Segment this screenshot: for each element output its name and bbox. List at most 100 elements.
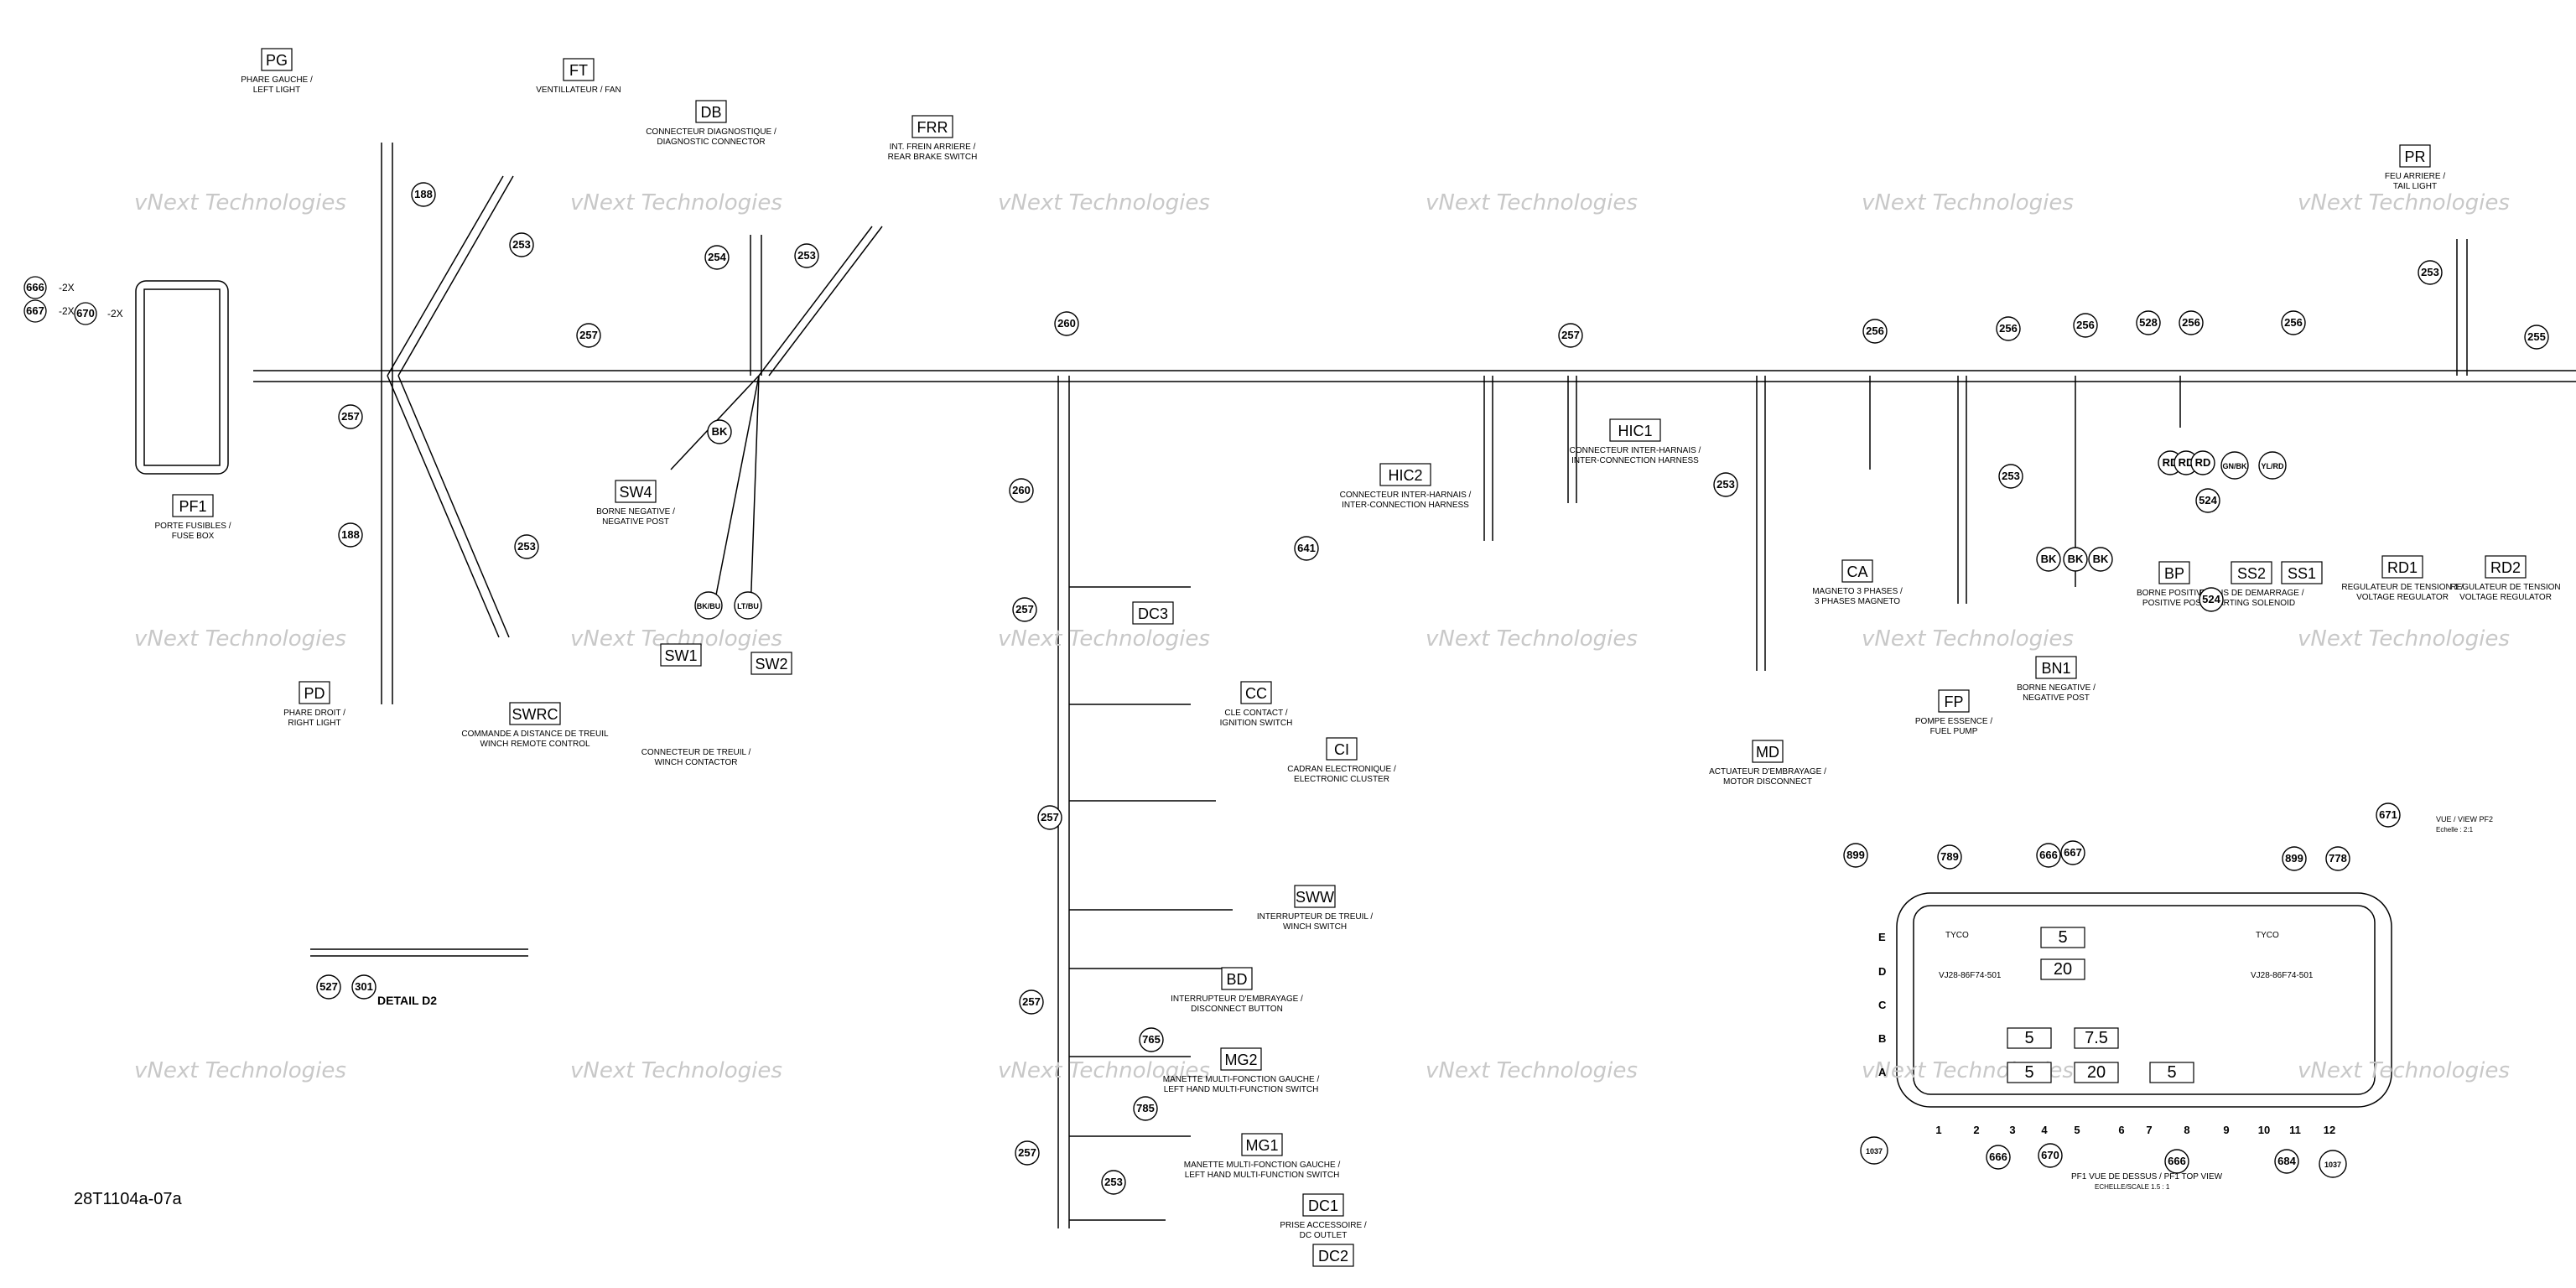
connector-code: HIC2 bbox=[1388, 467, 1422, 484]
fuse-col-label: 9 bbox=[2223, 1124, 2229, 1136]
callout-bubble: BK/BU bbox=[694, 591, 723, 620]
callout-value: 256 bbox=[2076, 319, 2095, 331]
watermark-text: vNext Technologies bbox=[570, 1058, 782, 1083]
callout-value: 666 bbox=[1989, 1150, 2007, 1163]
callout-bubble: 188 bbox=[338, 522, 363, 548]
callout-value: YL/RD bbox=[2262, 462, 2285, 470]
callout-bubble: BK bbox=[2088, 547, 2113, 572]
callout-bubble: 188 bbox=[411, 182, 436, 207]
callout-value: 667 bbox=[26, 304, 44, 317]
callout-bubble: 253 bbox=[2418, 260, 2443, 285]
callout-value: 666 bbox=[2039, 849, 2058, 861]
connector-sw2: SW2 bbox=[750, 652, 792, 675]
callout-value: 1037 bbox=[1866, 1147, 1883, 1156]
fuse-col-label: 1 bbox=[1935, 1124, 1941, 1136]
connector-code: DC1 bbox=[1308, 1197, 1338, 1214]
connector-desc: FEU ARRIERE / bbox=[2385, 172, 2445, 181]
connector-desc-en: FUEL PUMP bbox=[1930, 727, 1978, 736]
connector-desc: MANETTE MULTI-FONCTION GAUCHE / bbox=[1184, 1161, 1341, 1170]
connector-desc-en: WINCH CONTACTOR bbox=[654, 758, 737, 767]
callout-value: 257 bbox=[1022, 995, 1041, 1008]
callout-bubble: 765 bbox=[1139, 1027, 1164, 1052]
relay-label: TYCO bbox=[2256, 931, 2279, 940]
connector-code: MG1 bbox=[1245, 1137, 1278, 1154]
connector-desc-en: NEGATIVE POST bbox=[602, 517, 669, 527]
callout-bubble: 256 bbox=[2179, 310, 2204, 335]
callout-bubble: RD bbox=[2190, 450, 2215, 475]
callout-bubble: 671 bbox=[2376, 802, 2401, 828]
connector-desc-en: TAIL LIGHT bbox=[2393, 182, 2437, 191]
connector-desc-en: LEFT HAND MULTI-FUNCTION SWITCH bbox=[1164, 1085, 1319, 1094]
callout-value: 670 bbox=[2041, 1149, 2059, 1161]
connector-desc: ACTUATEUR D'EMBRAYAGE / bbox=[1709, 767, 1826, 776]
connector-desc-en: VOLTAGE REGULATOR bbox=[2459, 593, 2552, 602]
callout-value: 301 bbox=[355, 980, 373, 993]
fuse-rating: 5 bbox=[2024, 1029, 2033, 1047]
watermark-text: vNext Technologies bbox=[998, 190, 1210, 216]
callout-value: GN/BK bbox=[2223, 462, 2248, 470]
callout-value: BK/BU bbox=[697, 602, 721, 610]
connector-dc2: DC2 bbox=[1312, 1244, 1354, 1267]
connector-code: SS1 bbox=[2288, 565, 2316, 582]
connector-code: FRR bbox=[917, 119, 948, 136]
connector-desc: MAGNETO 3 PHASES / bbox=[1812, 587, 1903, 596]
relay-label: VJ28-86F74-501 bbox=[2251, 971, 2314, 980]
callout-bubble: GN/BK bbox=[2220, 451, 2249, 480]
side-callout: 666 bbox=[23, 276, 47, 299]
connector-code: BP bbox=[2164, 565, 2184, 582]
connector-desc: CADRAN ELECTRONIQUE / bbox=[1287, 765, 1396, 774]
fuse: 5 bbox=[2149, 1062, 2194, 1083]
connector-code: FT bbox=[569, 62, 588, 79]
callout-bubble: BK bbox=[2063, 547, 2088, 572]
connector-code: FP bbox=[1944, 693, 1963, 710]
fuse-col-label: 8 bbox=[2184, 1124, 2189, 1136]
connector-desc: PRISE ACCESSOIRE / bbox=[1280, 1221, 1367, 1230]
fuse-col-label: 10 bbox=[2258, 1124, 2270, 1136]
callout-bubble: 253 bbox=[1713, 472, 1738, 497]
callout-value: 765 bbox=[1142, 1033, 1161, 1046]
fuse: 5 bbox=[2007, 1027, 2052, 1049]
fuse: 5 bbox=[2007, 1062, 2052, 1083]
callout-value: BK bbox=[2093, 553, 2109, 565]
callout-bubble: RD bbox=[2174, 450, 2199, 475]
side-callout: 667 bbox=[23, 299, 47, 323]
fuse-row-label: B bbox=[1878, 1032, 1886, 1045]
callout-bubble: 899 bbox=[1843, 843, 1868, 868]
callout-value: 255 bbox=[2527, 330, 2546, 343]
callout-value: 253 bbox=[797, 249, 816, 262]
callout-bubble: 255 bbox=[2524, 325, 2549, 350]
callout-bubble: 778 bbox=[2325, 846, 2350, 871]
callout-value: 256 bbox=[2182, 316, 2200, 329]
connector-wc: CONNECTEUR DE TREUIL /WINCH CONTACTOR bbox=[641, 748, 751, 767]
fuse-rating: 5 bbox=[2058, 928, 2067, 947]
connector-desc: PHARE GAUCHE / bbox=[241, 75, 313, 85]
callout-bubble: 301 bbox=[351, 974, 377, 1000]
callout-bubble: 528 bbox=[2136, 310, 2161, 335]
callout-value: 256 bbox=[1866, 325, 1884, 337]
callout-bubble: 899 bbox=[2282, 846, 2307, 871]
callout-bubble: 666 bbox=[2036, 843, 2061, 868]
fuse-rating: 20 bbox=[2054, 960, 2072, 979]
fuse-row-label: C bbox=[1878, 999, 1887, 1011]
callout-bubble: 257 bbox=[1019, 989, 1044, 1015]
detail-d2-label: DETAIL D2 bbox=[377, 994, 437, 1007]
callout-bubble: 684 bbox=[2274, 1149, 2299, 1174]
connector-desc-en: LEFT LIGHT bbox=[253, 86, 301, 95]
connector-desc-en: NEGATIVE POST bbox=[2023, 693, 2090, 703]
callout-value: 257 bbox=[1041, 811, 1059, 823]
connector-desc: BORNE POSITIVE / bbox=[2137, 589, 2212, 598]
connector-desc: BORNE NEGATIVE / bbox=[2017, 683, 2096, 693]
callout-bubble: 257 bbox=[1037, 805, 1062, 830]
callout-value: 899 bbox=[1846, 849, 1865, 861]
connector-code: MD bbox=[1756, 744, 1779, 761]
callout-bubble: 260 bbox=[1054, 311, 1079, 336]
connector-code: SWRC bbox=[512, 706, 558, 723]
